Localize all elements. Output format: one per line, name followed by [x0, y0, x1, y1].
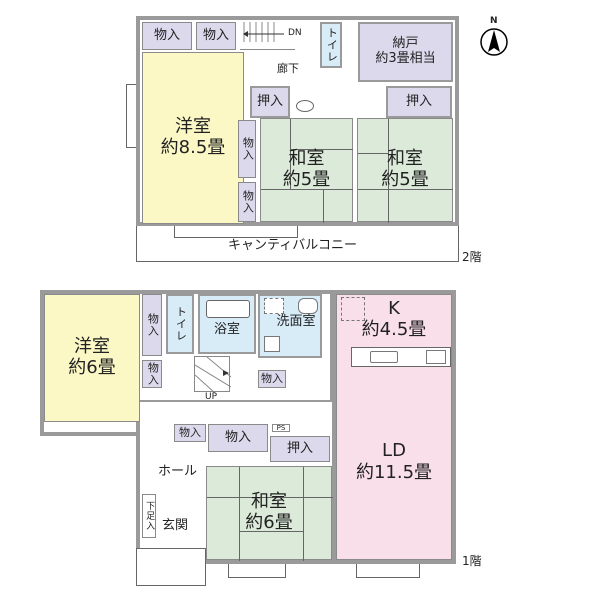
floor2-left-window: [126, 84, 136, 148]
f1-oshiire: 押入: [270, 436, 330, 462]
f2-toilet: トイレ: [320, 22, 342, 68]
tatami-line: [261, 119, 291, 189]
f2-closet-2: 物入: [238, 182, 256, 222]
sink-icon: [298, 298, 318, 314]
bathtub-icon: [206, 300, 250, 318]
ld-size: 約11.5畳: [355, 462, 433, 483]
f1-stairs[interactable]: [194, 356, 231, 393]
f1-washroom: 洗面室: [258, 294, 322, 358]
kitchen-counter: [351, 347, 451, 367]
washing-machine-icon: [264, 336, 280, 352]
tatami-line: [207, 497, 333, 498]
stair-lines-icon: [243, 22, 284, 42]
stove-icon: [426, 350, 446, 364]
tatami-line: [261, 189, 353, 190]
f1-western-room: 洋室 約6畳: [44, 294, 140, 422]
f1-ps: PS: [272, 424, 290, 432]
f1-hall-label: ホール: [158, 464, 198, 479]
kitchen-label: K: [388, 298, 400, 319]
tatami-line: [303, 467, 304, 561]
f2-closet-1: 物入: [238, 120, 256, 178]
f1-ldk: K 約4.5畳 LD 約11.5畳: [336, 294, 452, 560]
tatami-line: [239, 531, 303, 532]
f1-japanese-room: 和室 約6畳: [206, 466, 333, 561]
tatami-line: [358, 153, 388, 154]
f1-closet-3: 物入: [258, 370, 286, 388]
wash-basin-icon: [296, 100, 314, 112]
tatami-line: [388, 119, 389, 223]
f2-oshiire-1: 押入: [250, 86, 290, 118]
f2-japanese-room-2: 和室 約5畳: [357, 118, 453, 223]
tatami-line: [291, 149, 353, 150]
ld-label: LD: [382, 440, 406, 461]
f1-closet-1: 物入: [142, 294, 162, 356]
tatami-line: [239, 467, 240, 561]
f1-bathroom: 浴室: [198, 294, 256, 354]
f1-toilet: トイレ: [166, 294, 194, 354]
f2-balcony-inner: [174, 226, 298, 238]
vent-icon: [341, 297, 365, 321]
stair-lines-icon: [195, 357, 231, 393]
f2-nando: 納戸 約3畳相当: [358, 22, 453, 82]
f1-entrance-label: 玄関: [162, 518, 189, 533]
f1-floor-label: 1階: [462, 554, 482, 568]
kitchen-size: 約4.5畳: [361, 318, 427, 340]
kitchen-sink-icon: [370, 351, 398, 363]
tatami-line: [358, 189, 453, 190]
f2-western-room: 洋室 約8.5畳: [142, 52, 244, 224]
f2-stairs[interactable]: DN: [240, 22, 302, 50]
f2-storage-1: 物入: [142, 22, 192, 50]
f1-shoebox: 下足入: [142, 494, 156, 538]
f1-closet-4: 物入: [174, 424, 206, 442]
f2-balcony-label: キャンティバルコニー: [228, 238, 357, 253]
f2-oshiire-2: 押入: [386, 86, 452, 118]
f1-porch: [136, 548, 206, 586]
compass-arrow-icon: [480, 28, 508, 56]
north-compass: N: [480, 16, 512, 58]
tatami-line: [323, 189, 324, 223]
f2-corridor-label: 廊下: [277, 62, 299, 75]
vent-icon: [264, 298, 284, 314]
f2-storage-2: 物入: [196, 22, 236, 50]
f1-closet-2: 物入: [142, 360, 162, 388]
f2-japanese-room-1: 和室 約5畳: [260, 118, 353, 223]
compass-n-label: N: [490, 16, 498, 26]
f1-stairs-label: UP: [205, 392, 218, 402]
f2-floor-label: 2階: [462, 250, 482, 264]
f1-window-bay-2: [356, 564, 420, 578]
f1-window-bay-1: [228, 564, 286, 578]
f1-closet-5: 物入: [208, 424, 268, 452]
f2-stairs-label: DN: [288, 28, 302, 38]
